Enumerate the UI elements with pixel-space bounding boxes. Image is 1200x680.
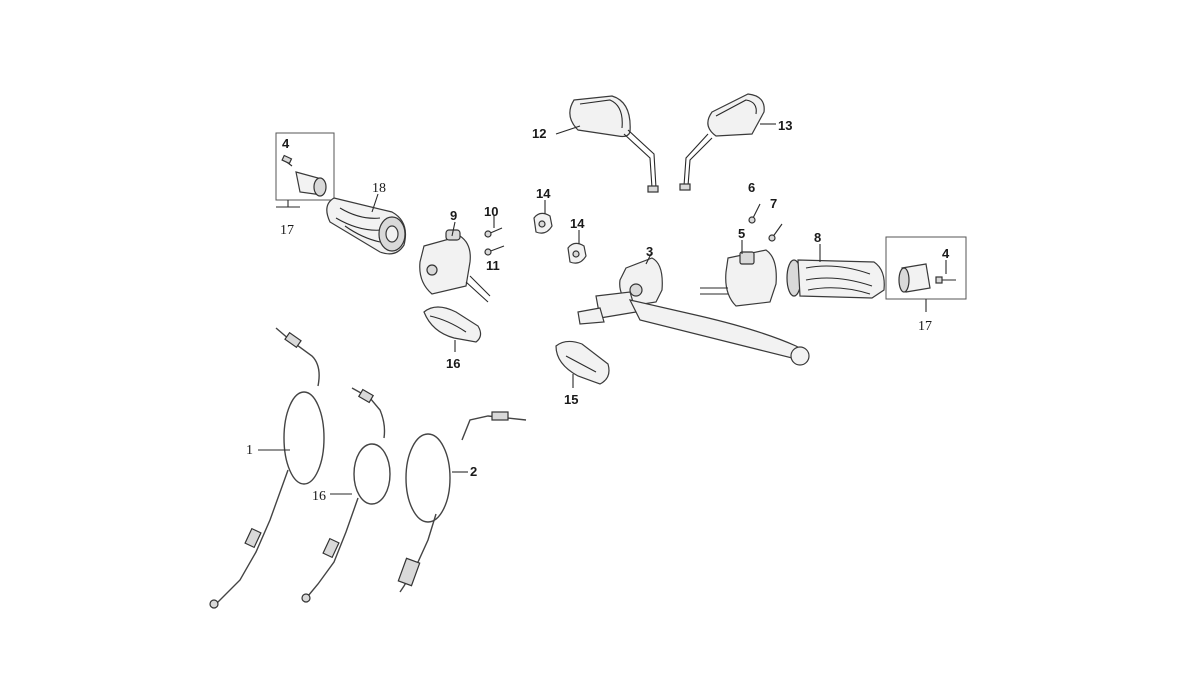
mirror-clamps xyxy=(533,200,587,264)
callout-5: 5 xyxy=(738,226,745,241)
callout-17-left: 17 xyxy=(280,223,294,238)
right-bar-end-group xyxy=(885,236,967,312)
right-mirror xyxy=(679,93,776,191)
lever-cover xyxy=(555,340,610,388)
callout-14-upper: 14 xyxy=(536,186,551,201)
callout-4-left: 4 xyxy=(282,136,290,151)
right-grip xyxy=(786,244,885,299)
callout-16-guide: 16 xyxy=(446,356,460,371)
callout-8: 8 xyxy=(814,230,821,245)
callout-10: 10 xyxy=(484,204,498,219)
left-mirror xyxy=(555,95,659,193)
callout-16-cable: 16 xyxy=(312,489,326,504)
callout-13: 13 xyxy=(778,118,792,133)
callout-17-right: 17 xyxy=(918,319,932,334)
callout-15: 15 xyxy=(564,392,578,407)
left-switch-housing xyxy=(419,221,491,303)
callout-18: 18 xyxy=(372,181,386,196)
left-grip xyxy=(326,193,407,255)
callout-9: 9 xyxy=(450,208,457,223)
callout-11: 11 xyxy=(486,258,500,273)
callout-2: 2 xyxy=(470,464,477,479)
lever-assembly xyxy=(577,251,810,366)
cable-16 xyxy=(301,387,391,603)
left-bar-end-group xyxy=(275,132,335,208)
callout-6: 6 xyxy=(748,180,755,195)
right-switch-screws xyxy=(748,203,783,242)
callout-12: 12 xyxy=(532,126,546,141)
cable-2 xyxy=(397,411,527,593)
callout-3: 3 xyxy=(646,244,653,259)
callout-1: 1 xyxy=(246,443,253,458)
callout-14-lower: 14 xyxy=(570,216,585,231)
callout-7: 7 xyxy=(770,196,777,211)
callout-4-right: 4 xyxy=(942,246,950,261)
right-switch-housing xyxy=(700,240,777,307)
throttle-cable-guide xyxy=(423,306,482,352)
cable-1 xyxy=(209,327,325,609)
switch-screws xyxy=(484,215,505,256)
